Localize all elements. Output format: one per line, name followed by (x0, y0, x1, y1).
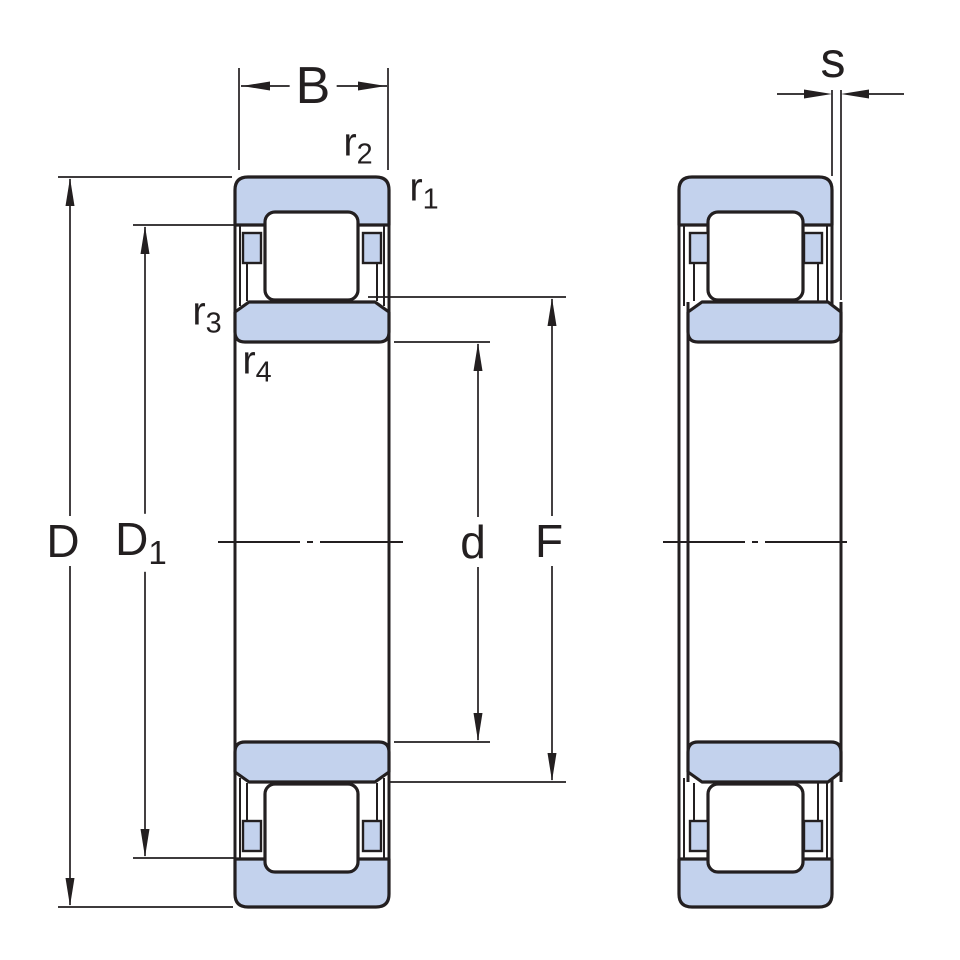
cage-bar (802, 231, 824, 265)
dim-label-d: d (454, 517, 492, 567)
inner-ring (233, 300, 391, 344)
left-bearing-section (218, 175, 403, 909)
inner-ring (686, 300, 843, 344)
dim-label-F: F (528, 516, 570, 566)
dim-label-r3: r3 (192, 289, 222, 340)
dim-label-r4: r4 (242, 338, 272, 389)
dim-F (368, 296, 566, 783)
dim-label-r1: r1 (409, 165, 439, 216)
roller (263, 210, 360, 302)
dim-label-D1: D1 (109, 513, 173, 573)
cage-bar (241, 231, 263, 265)
cage-bar (361, 231, 383, 265)
dim-label-s: s (820, 32, 846, 88)
dim-label-r2: r2 (343, 120, 373, 171)
dim-s (777, 89, 904, 300)
dim-label-D: D (40, 516, 86, 566)
dim-label-B: B (289, 58, 337, 114)
roller (706, 210, 805, 302)
right-bearing-section (663, 175, 847, 909)
cage-bar (688, 231, 710, 265)
